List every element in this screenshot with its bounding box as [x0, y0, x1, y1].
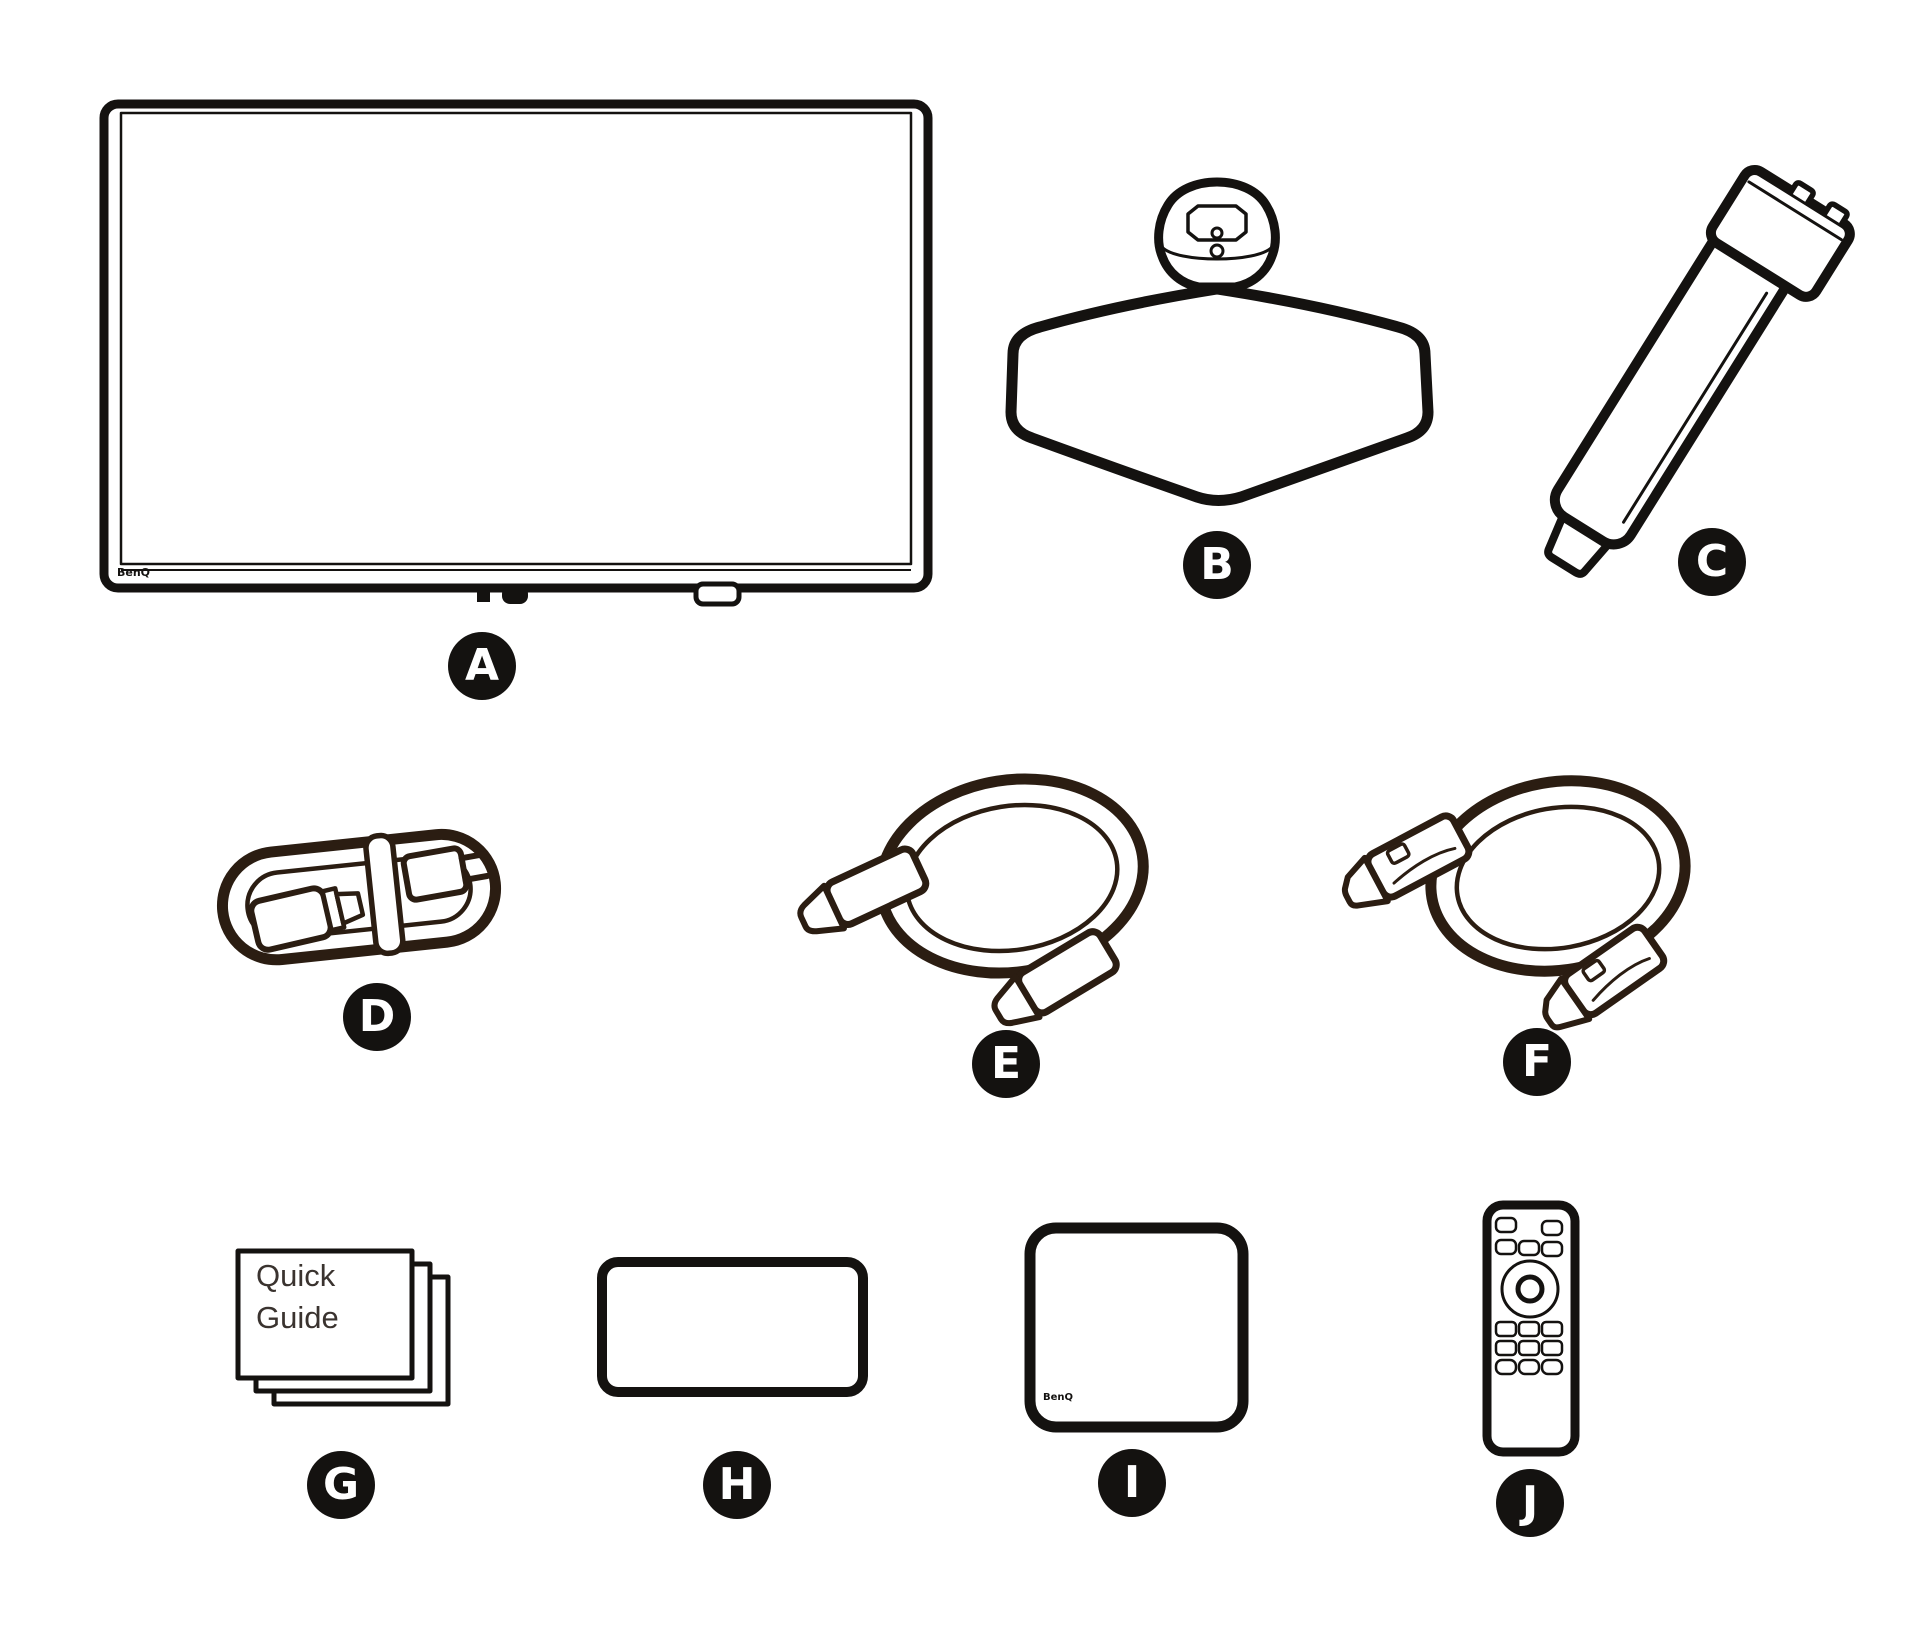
remote-button — [1540, 1339, 1564, 1357]
monitor-bottom-bump — [502, 586, 528, 604]
power-connector-nose — [334, 891, 366, 926]
power-cable-illustration — [216, 828, 502, 966]
mouse-pad-illustration — [1024, 1222, 1249, 1433]
stand-base-screw-hole — [1209, 243, 1225, 259]
dp-connector-latch — [1385, 842, 1411, 865]
power-connector — [248, 885, 366, 953]
remote-ok-button — [1515, 1274, 1545, 1304]
label-badge-quick-guide: G — [307, 1451, 375, 1519]
dp-cable-loop-inner — [1454, 804, 1662, 952]
monitor-screen — [119, 111, 913, 566]
stand-arm-illustration — [1544, 165, 1855, 578]
stand-base-screw-hole — [1210, 226, 1224, 240]
dp-connector-highlight — [1392, 846, 1457, 885]
remote-button — [1517, 1339, 1541, 1357]
remote-button — [1517, 1358, 1541, 1376]
monitor-bottom-tab — [477, 584, 490, 602]
dp-connector-tip — [1542, 975, 1593, 1031]
card-outline — [597, 1257, 868, 1397]
label-badge-hdmi-cable: E — [972, 1030, 1040, 1098]
dp-connector-highlight — [1591, 957, 1651, 1002]
remote-button — [1494, 1339, 1518, 1357]
monitor-outer-frame — [99, 99, 933, 593]
stand-arm-hook — [1787, 180, 1816, 206]
dp-connector — [1341, 812, 1473, 909]
hdmi-cable-illustration — [797, 773, 1149, 1027]
stand-base-plate — [1005, 283, 1434, 506]
cable-tie-strap — [363, 832, 406, 957]
remote-body — [1482, 1200, 1580, 1457]
label-badge-dp-cable: F — [1503, 1028, 1571, 1096]
label-badge-monitor: A — [448, 632, 516, 700]
dp-connector — [1542, 923, 1668, 1031]
stand-arm-foot — [1544, 510, 1614, 578]
remote-button — [1540, 1358, 1564, 1376]
remote-button — [1494, 1216, 1518, 1234]
remote-button — [1494, 1320, 1518, 1338]
remote-dpad-ring — [1500, 1259, 1560, 1319]
power-plug-prong — [462, 873, 491, 883]
monitor-benq-logo: BenQ — [117, 566, 151, 579]
label-badge-remote: J — [1496, 1469, 1564, 1537]
power-cable-coil-inner — [245, 853, 473, 941]
remote-button — [1540, 1320, 1564, 1338]
stand-base-dome-line — [1160, 245, 1274, 261]
hdmi-connector — [991, 928, 1120, 1027]
label-badge-stand-arm: C — [1678, 528, 1746, 596]
remote-illustration — [1482, 1200, 1580, 1457]
label-badge-card: H — [703, 1451, 771, 1519]
hdmi-connector-tip — [991, 973, 1043, 1027]
label-badge-stand-base: B — [1183, 531, 1251, 599]
quick-guide-title: Quick Guide — [256, 1258, 339, 1335]
monitor-illustration — [99, 99, 933, 607]
label-badge-mouse-pad: I — [1098, 1449, 1166, 1517]
quick-guide-illustration — [235, 1248, 451, 1407]
stand-base-illustration — [1005, 177, 1434, 506]
remote-button — [1517, 1239, 1541, 1257]
dp-connector-latch — [1581, 958, 1607, 983]
hdmi-connector — [797, 845, 930, 935]
power-plug — [400, 845, 491, 903]
power-plug-body — [400, 845, 470, 903]
monitor-stand-notch — [693, 581, 742, 607]
remote-button — [1540, 1219, 1564, 1237]
dp-connector-tip — [1341, 854, 1391, 909]
power-plug-prong — [458, 851, 487, 862]
quick-guide-cover — [235, 1248, 415, 1381]
displayport-cable-illustration — [1341, 775, 1691, 1031]
stand-base-socket — [1186, 204, 1248, 242]
stand-arm-hook — [1821, 201, 1850, 228]
card-illustration — [597, 1257, 868, 1397]
remote-button — [1494, 1358, 1518, 1376]
remote-button — [1540, 1240, 1564, 1258]
remote-button — [1494, 1238, 1518, 1256]
label-badge-power-cable: D — [343, 983, 411, 1051]
mousepad-benq-logo: BenQ — [1043, 1392, 1074, 1403]
stand-arm-head-line — [1747, 180, 1843, 242]
stand-arm-edge-line — [1622, 291, 1769, 524]
hdmi-connector-tip — [797, 882, 847, 935]
remote-button — [1517, 1320, 1541, 1338]
mouse-pad-outline — [1024, 1222, 1249, 1433]
